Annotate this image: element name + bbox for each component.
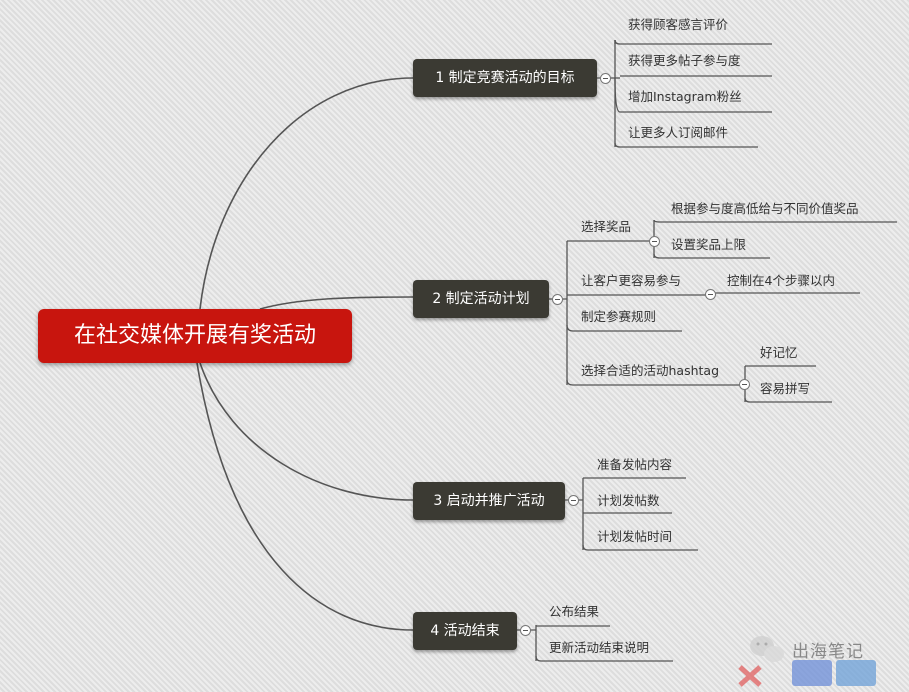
leaf-node[interactable]: 控制在4个步骤以内 <box>727 273 835 288</box>
leaf-node[interactable]: 计划发帖时间 <box>597 529 673 544</box>
branch-node-goals[interactable]: 1 制定竞赛活动的目标 <box>413 59 597 97</box>
subtopic-node[interactable]: 选择奖品 <box>581 219 632 234</box>
collapse-toggle-icon[interactable] <box>520 625 531 636</box>
leaf-node[interactable]: 更新活动结束说明 <box>549 640 650 655</box>
branch-node-plan[interactable]: 2 制定活动计划 <box>413 280 549 318</box>
leaf-node[interactable]: 根据参与度高低给与不同价值奖品 <box>671 201 859 216</box>
watermark-logo-icon <box>738 636 876 687</box>
collapse-toggle-icon[interactable] <box>649 236 660 247</box>
branch-node-end[interactable]: 4 活动结束 <box>413 612 517 650</box>
collapse-toggle-icon[interactable] <box>739 379 750 390</box>
leaf-node[interactable]: 增加Instagram粉丝 <box>628 89 742 104</box>
leaf-node[interactable]: 容易拼写 <box>760 381 811 396</box>
subtopic-node[interactable]: 选择合适的活动hashtag <box>581 363 720 378</box>
branch-node-launch[interactable]: 3 启动并推广活动 <box>413 482 565 520</box>
leaf-node[interactable]: 好记忆 <box>760 345 798 360</box>
watermark-text: 出海笔记 <box>792 642 864 662</box>
leaf-node[interactable]: 获得顾客感言评价 <box>628 17 729 32</box>
leaf-node[interactable]: 设置奖品上限 <box>671 237 747 252</box>
collapse-toggle-icon[interactable] <box>552 294 563 305</box>
collapse-toggle-icon[interactable] <box>705 289 716 300</box>
subtopic-node[interactable]: 让客户更容易参与 <box>581 273 682 288</box>
root-node[interactable]: 在社交媒体开展有奖活动 <box>38 309 352 363</box>
leaf-node[interactable]: 让更多人订阅邮件 <box>628 125 729 140</box>
collapse-toggle-icon[interactable] <box>600 73 611 84</box>
leaf-node[interactable]: 计划发帖数 <box>597 493 660 508</box>
subtopic-node[interactable]: 制定参赛规则 <box>581 309 657 324</box>
leaf-node[interactable]: 公布结果 <box>549 604 600 619</box>
leaf-node[interactable]: 准备发帖内容 <box>597 457 673 472</box>
collapse-toggle-icon[interactable] <box>568 495 579 506</box>
leaf-node[interactable]: 获得更多帖子参与度 <box>628 53 741 68</box>
